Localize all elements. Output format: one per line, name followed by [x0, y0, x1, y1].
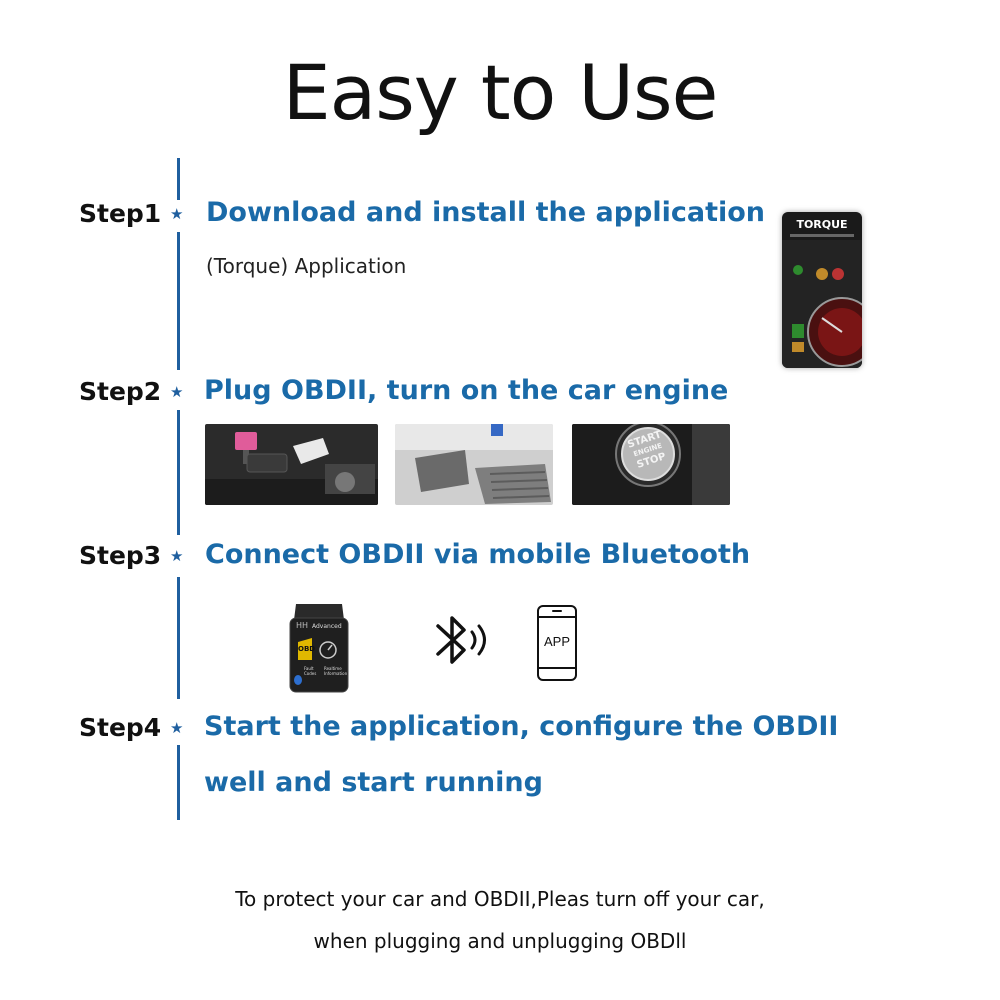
footer-note-line1: To protect your car and OBDII,Pleas turn… — [235, 887, 765, 911]
step3-heading: Connect OBDII via mobile Bluetooth — [205, 539, 751, 570]
phone-icon: APP — [537, 605, 577, 681]
engine-start-button-photo: START ENGINE STOP — [572, 424, 730, 505]
phone-app-label: APP — [543, 634, 570, 649]
star-icon: ★ — [170, 205, 184, 223]
step2-label: Step2 — [79, 377, 162, 406]
footer-note-line2: when plugging and unplugging OBDll — [313, 929, 687, 953]
obd-model: Advanced — [312, 623, 342, 630]
step3-label: Step3 — [79, 541, 162, 570]
step4-heading-line1: Start the application, configure the OBD… — [204, 711, 839, 742]
torque-app-image: TORQUE — [782, 212, 862, 368]
timeline-segment-3 — [177, 410, 180, 535]
star-icon: ★ — [170, 547, 184, 565]
obd-badge: OBD — [298, 645, 316, 653]
obd-label-left: Fault Codes — [304, 666, 317, 676]
star-icon: ★ — [170, 383, 184, 401]
timeline-segment-2 — [177, 232, 180, 370]
star-icon: ★ — [170, 719, 184, 737]
step4-label: Step4 — [79, 713, 162, 742]
page-title: Easy to Use — [282, 48, 719, 137]
step4-heading-line2: well and start running — [204, 767, 543, 798]
step1-heading: Download and install the application — [206, 197, 766, 228]
step2-heading: Plug OBDII, turn on the car engine — [204, 375, 729, 406]
torque-gauge-icon — [782, 240, 862, 368]
timeline-segment-5 — [177, 745, 180, 820]
step1-label: Step1 — [79, 199, 162, 228]
torque-app-name: TORQUE — [796, 218, 848, 231]
timeline-segment-4 — [177, 577, 180, 699]
obd-label-right: Realtime Information — [324, 666, 348, 676]
bluetooth-icon — [436, 616, 486, 664]
obd-brand: HH — [296, 621, 309, 630]
obd-port-photo — [205, 424, 378, 505]
timeline-segment-1 — [177, 158, 180, 200]
car-pedal-photo — [395, 424, 553, 505]
obd-device-image: HH Advanced OBD Fault Codes Realtime Inf… — [286, 600, 352, 694]
step1-subtext: (Torque) Application — [206, 254, 407, 278]
